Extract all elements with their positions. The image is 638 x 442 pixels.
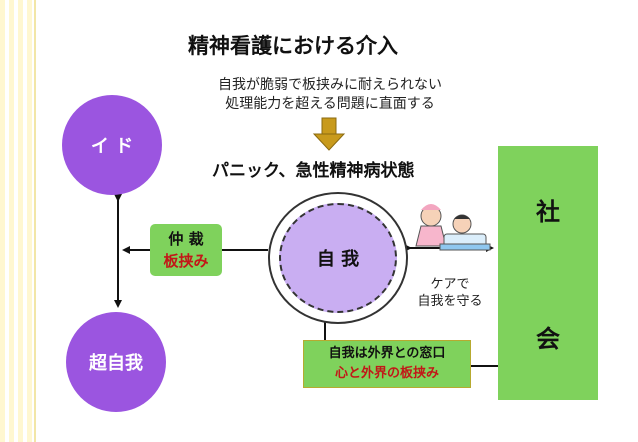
patient-in-bed-icon (439, 214, 491, 251)
ego-outer-ring: 自 我 (268, 192, 408, 324)
down-arrow-icon (312, 117, 346, 151)
crisis-state-label: パニック、急性精神病状態 (212, 161, 415, 181)
arbitration-box: 仲 裁 板挟み (150, 224, 222, 276)
id-node: イ ド (62, 95, 162, 195)
ego-window-line-2: 心と外界の板挟み (334, 366, 439, 381)
nurse-icon (415, 204, 447, 247)
arbitration-label: 仲 裁 (168, 230, 204, 248)
dilemma-label: 板挟み (163, 252, 209, 270)
society-char-2: 会 (536, 325, 560, 353)
ego-node: 自 我 (279, 203, 397, 313)
care-line-2: 自我を守る (417, 294, 483, 309)
care-caption: ケアで 自我を守る (410, 276, 490, 310)
ego-window-box: 自我は外界との窓口 心と外界の板挟み (303, 340, 471, 388)
society-box: 社 会 (498, 146, 598, 400)
subtitle-line-2: 処理能力を超える問題に直面する (225, 96, 435, 112)
decorative-stripe (0, 0, 36, 442)
decorative-stripe-edge (34, 0, 36, 442)
slide-title: 精神看護における介入 (188, 34, 398, 58)
ego-window-line-1: 自我は外界との窓口 (328, 346, 446, 361)
society-char-1: 社 (536, 198, 560, 226)
care-line-1: ケアで (430, 277, 470, 292)
superego-node: 超自我 (66, 312, 166, 412)
subtitle-line-1: 自我が脆弱で板挟みに耐えられない (218, 77, 442, 93)
